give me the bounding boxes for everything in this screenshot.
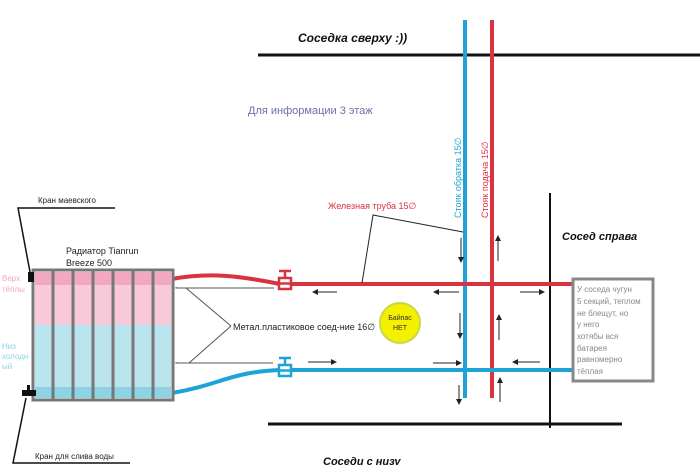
neighbor-note-line: не блещут, но bbox=[577, 309, 629, 318]
bypass-label-1: Байпас bbox=[388, 314, 412, 322]
neighbor-note: У соседа чугун 5 секций, теплом не блещу… bbox=[577, 285, 641, 376]
top-warm-label-1: Верх bbox=[2, 274, 20, 283]
drain-leader bbox=[12, 397, 130, 464]
metal-plastic-label: Метал.пластиковое соед-ние 16∅ bbox=[233, 322, 375, 332]
return-flex-hose bbox=[171, 368, 292, 395]
downstairs-label: Соседи с низу bbox=[323, 456, 401, 465]
riser-return-label: Стояк обратка 15∅ bbox=[453, 137, 463, 218]
bottom-cold-label-1: Низ bbox=[2, 342, 16, 351]
riser-supply-label: Стояк подача 15∅ bbox=[480, 141, 490, 218]
metal-plastic-leader bbox=[175, 287, 274, 364]
return-valve-icon bbox=[277, 356, 293, 378]
radiator bbox=[31, 268, 175, 402]
neighbor-note-line: хотябы вся bbox=[577, 332, 618, 341]
neighbor-note-line: равномерно bbox=[577, 355, 623, 364]
bypass-circle bbox=[379, 302, 421, 344]
radiator-label-line1: Радиатор Tianrun bbox=[66, 246, 139, 256]
radiator-label-line2: Breeze 500 bbox=[66, 258, 112, 268]
drain-valve-icon bbox=[22, 385, 36, 396]
mayevsky-valve-label: Кран маевского bbox=[38, 196, 97, 205]
bottom-cold-label-3: ый bbox=[2, 362, 12, 371]
floor-info-label: Для информации 3 этаж bbox=[248, 105, 373, 117]
bottom-cold-label-2: холодн bbox=[2, 352, 28, 361]
drain-valve-label: Кран для слива воды bbox=[35, 452, 114, 461]
right-neighbor-label: Сосед справа bbox=[562, 231, 637, 243]
flow-arrows bbox=[308, 235, 545, 405]
iron-pipe-leader bbox=[361, 214, 464, 284]
upstairs-label: Соседка сверху :)) bbox=[298, 31, 407, 45]
supply-flex-hose bbox=[171, 273, 292, 286]
mayevsky-valve-icon bbox=[28, 272, 34, 282]
neighbor-note-box bbox=[571, 277, 655, 383]
neighbor-note-line: у него bbox=[577, 320, 600, 329]
neighbor-note-line: батарея bbox=[577, 344, 607, 353]
neighbor-note-line: У соседа чугун bbox=[577, 285, 632, 294]
neighbor-note-line: 5 секций, теплом bbox=[577, 297, 641, 306]
iron-pipe-label: Железная труба 15∅ bbox=[328, 201, 417, 211]
top-warm-label-2: тёплы bbox=[2, 285, 25, 294]
mayevsky-leader bbox=[17, 207, 115, 273]
neighbor-note-line: тёплая bbox=[577, 367, 603, 376]
bypass-label-2: НЕТ bbox=[393, 325, 408, 332]
supply-valve-icon bbox=[277, 269, 293, 291]
